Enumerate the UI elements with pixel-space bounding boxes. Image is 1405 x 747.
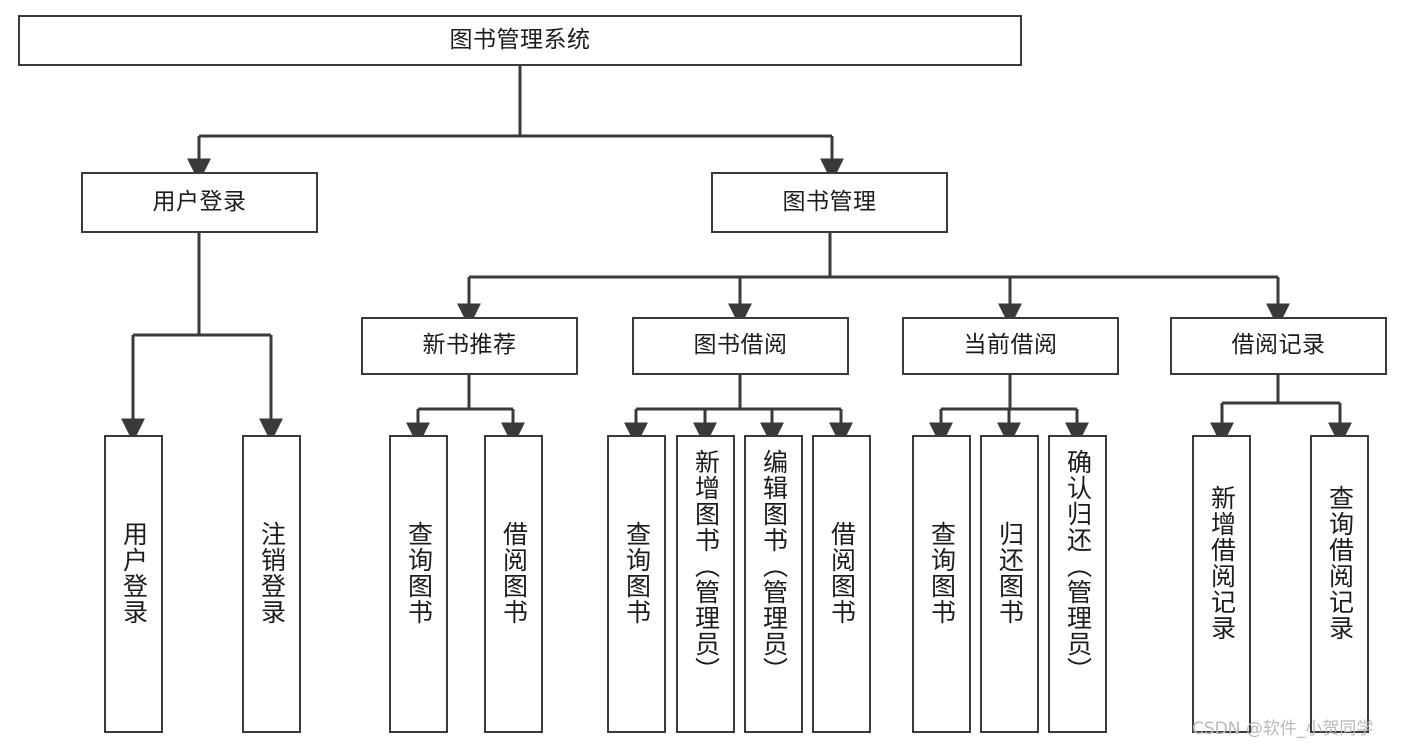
node-leaf-user-logout[interactable]: 注销登录 [242, 435, 301, 733]
edge-bookborrow-to-leaves [624, 375, 853, 447]
node-leaf-borrow-book-1[interactable]: 借阅图书 [484, 435, 543, 733]
node-label: 查询借阅记录 [1325, 485, 1355, 641]
node-leaf-add-record[interactable]: 新增借阅记录 [1192, 435, 1251, 733]
node-leaf-query-record[interactable]: 查询借阅记录 [1310, 435, 1369, 733]
node-label: 借阅图书 [499, 521, 529, 625]
edge-currentborrow-to-leaves [929, 375, 1089, 447]
node-leaf-query-book-2[interactable]: 查询图书 [607, 435, 666, 733]
edge-root-to-branches [187, 65, 844, 183]
node-leaf-confirm-return[interactable]: 确认归还（管理员） [1048, 435, 1107, 733]
edge-bookmgmt-to-groups [457, 233, 1290, 328]
node-new-book-recommend[interactable]: 新书推荐 [361, 317, 578, 375]
csdn-watermark: CSDN @软件_小贺同学 [1192, 719, 1374, 739]
node-label: 新增图书（管理员） [691, 449, 721, 683]
node-leaf-edit-book[interactable]: 编辑图书（管理员） [744, 435, 803, 733]
node-leaf-query-book-3[interactable]: 查询图书 [912, 435, 971, 733]
edge-userlogin-to-leaves [121, 233, 283, 443]
node-label: 查询图书 [927, 521, 957, 625]
node-current-borrow[interactable]: 当前借阅 [902, 317, 1119, 375]
node-leaf-borrow-book-2[interactable]: 借阅图书 [812, 435, 871, 733]
node-label: 确认归还（管理员） [1063, 449, 1093, 683]
node-label: 归还图书 [995, 521, 1025, 625]
node-label: 用户登录 [152, 188, 247, 215]
node-label: 注销登录 [257, 521, 287, 625]
node-leaf-return-book[interactable]: 归还图书 [980, 435, 1039, 733]
node-borrow-record[interactable]: 借阅记录 [1170, 317, 1387, 375]
node-leaf-user-login[interactable]: 用户登录 [104, 435, 163, 733]
node-root-book-management-system[interactable]: 图书管理系统 [18, 15, 1022, 66]
node-label: 用户登录 [119, 521, 149, 625]
node-book-borrow[interactable]: 图书借阅 [632, 317, 849, 375]
edge-borrowrecord-to-leaves [1210, 375, 1352, 447]
node-label: 图书管理系统 [449, 26, 591, 53]
node-label: 新书推荐 [422, 332, 517, 359]
node-leaf-add-book[interactable]: 新增图书（管理员） [676, 435, 735, 733]
node-label: 新增借阅记录 [1207, 485, 1237, 641]
node-label: 图书借阅 [693, 332, 788, 359]
node-label: 借阅图书 [827, 521, 857, 625]
edge-newbook-to-leaves [406, 375, 525, 447]
node-label: 图书管理 [782, 188, 877, 215]
node-leaf-query-book-1[interactable]: 查询图书 [389, 435, 448, 733]
node-label: 编辑图书（管理员） [759, 449, 789, 683]
node-book-management[interactable]: 图书管理 [711, 172, 948, 233]
node-label: 当前借阅 [963, 332, 1058, 359]
node-user-login[interactable]: 用户登录 [81, 172, 318, 233]
node-label: 查询图书 [404, 521, 434, 625]
node-label: 借阅记录 [1231, 332, 1326, 359]
node-label: 查询图书 [622, 521, 652, 625]
